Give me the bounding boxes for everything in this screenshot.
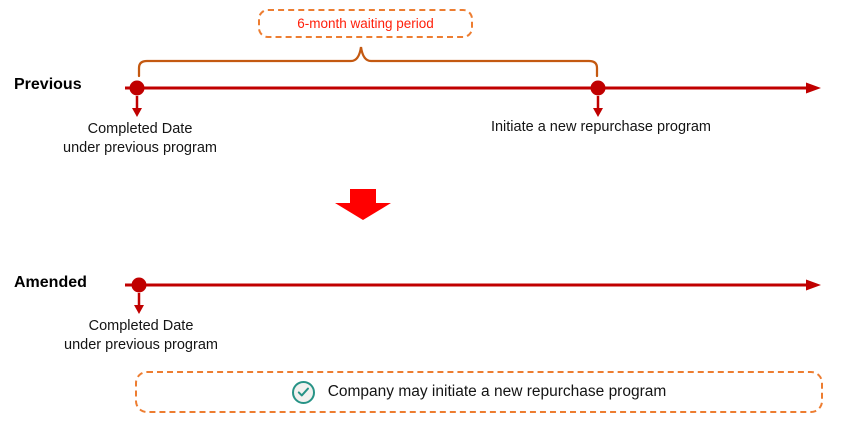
previous-completed-date-label: Completed Date under previous program (63, 121, 217, 156)
amended-completed-pointer-arrowhead-icon (134, 305, 144, 314)
amended-completed-date-label: Completed Date under previous program (64, 318, 218, 353)
previous-initiate-label: Initiate a new repurchase program (490, 119, 712, 135)
amended-dot-completed-date (131, 277, 147, 293)
waiting-period-label: 6-month waiting period (297, 16, 434, 31)
amended-outcome-box: Company may initiate a new repurchase pr… (135, 371, 823, 413)
previous-dot-initiate (590, 80, 606, 96)
previous-completed-pointer-arrowhead-icon (132, 108, 142, 117)
previous-section-label: Previous (14, 76, 82, 93)
waiting-period-label-box: 6-month waiting period (258, 9, 473, 38)
previous-dot-completed-date (129, 80, 145, 96)
waiting-period-brace-icon (137, 46, 599, 78)
check-circle-icon (291, 380, 315, 404)
amended-section-label: Amended (14, 274, 87, 291)
amended-timeline-arrowhead-icon (806, 279, 821, 291)
transition-down-arrow-icon (335, 189, 391, 220)
amended-outcome-label: Company may initiate a new repurchase pr… (327, 383, 667, 400)
previous-timeline-arrowhead-icon (806, 82, 821, 94)
previous-initiate-pointer-arrowhead-icon (593, 108, 603, 117)
